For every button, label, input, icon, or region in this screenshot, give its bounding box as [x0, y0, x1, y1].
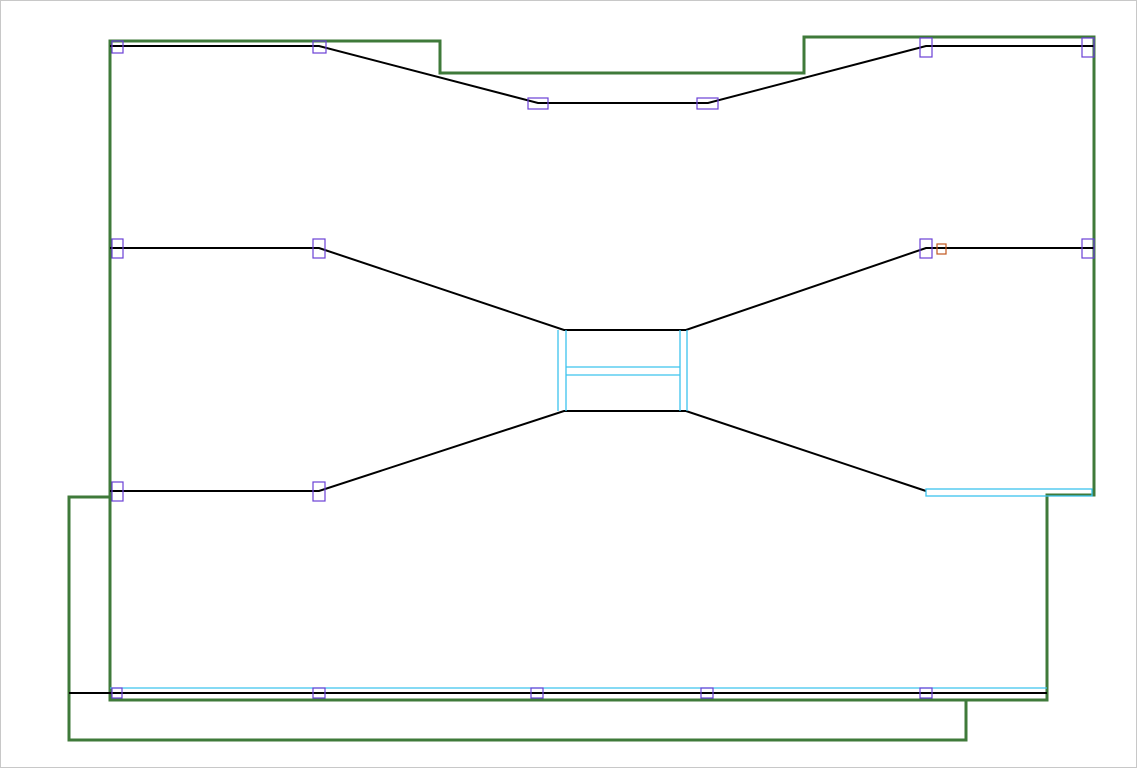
- openings: [110, 330, 1093, 689]
- opening-right-strip: [925, 488, 1093, 497]
- upper-slab-outline: [108, 35, 1096, 702]
- column[interactable]: [527, 97, 549, 110]
- beam-row-2: [110, 247, 1094, 331]
- boundary-outlines: [67, 35, 1096, 742]
- column[interactable]: [919, 37, 933, 58]
- selection-marker[interactable]: [936, 243, 947, 255]
- column[interactable]: [312, 481, 326, 502]
- columns: [111, 37, 1095, 699]
- column[interactable]: [111, 238, 124, 259]
- column[interactable]: [312, 238, 326, 259]
- column[interactable]: [111, 687, 123, 699]
- column[interactable]: [696, 97, 719, 110]
- column[interactable]: [1081, 37, 1095, 58]
- column[interactable]: [530, 687, 544, 699]
- column[interactable]: [919, 687, 933, 699]
- column[interactable]: [111, 481, 124, 502]
- column[interactable]: [700, 687, 714, 699]
- beam-row-3: [110, 410, 927, 492]
- column[interactable]: [1081, 238, 1095, 259]
- beam-lines: [69, 45, 1094, 694]
- beam-row-1: [110, 45, 1094, 104]
- column[interactable]: [111, 40, 124, 54]
- column[interactable]: [919, 238, 933, 259]
- lower-slab-outline: [67, 495, 968, 742]
- column[interactable]: [312, 687, 326, 699]
- column[interactable]: [312, 40, 327, 54]
